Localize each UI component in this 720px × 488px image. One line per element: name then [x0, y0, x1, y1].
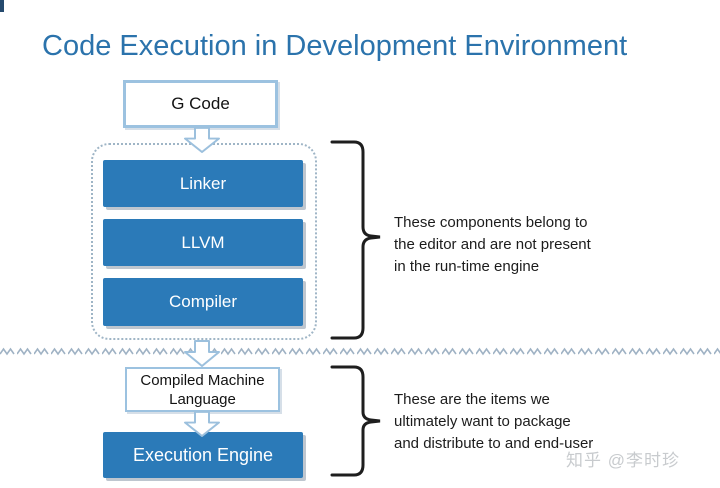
- down-arrow-icon: [184, 411, 220, 437]
- watermark: 知乎 @李时珍: [566, 451, 680, 470]
- gcode-label: G Code: [171, 94, 230, 113]
- llvm-label: LLVM: [181, 232, 225, 252]
- annotation-line: the editor and are not present: [394, 236, 591, 253]
- page-title: Code Execution in Development Environmen…: [42, 30, 628, 62]
- linker-box: Linker: [103, 160, 303, 207]
- editor-components-group: [91, 143, 317, 340]
- annotation-distribution-items: These are the items we ultimately want t…: [394, 389, 593, 455]
- down-arrow-icon: [184, 340, 220, 367]
- down-arrow-icon: [184, 127, 220, 153]
- execution-engine-label: Execution Engine: [132, 444, 274, 465]
- llvm-box: LLVM: [103, 219, 303, 266]
- corner-artifact: [0, 0, 4, 12]
- dashed-divider: [0, 346, 720, 358]
- compiler-label: Compiler: [168, 292, 238, 311]
- curly-brace-icon: [330, 365, 381, 477]
- annotation-line: These are the items we: [394, 391, 550, 408]
- curly-brace-icon: [330, 140, 381, 340]
- linker-label: Linker: [179, 173, 227, 193]
- gcode-box: G Code: [123, 80, 278, 128]
- compiled-machine-language-box: Compiled Machine Language: [125, 367, 280, 412]
- annotation-line: ultimately want to package: [394, 413, 571, 430]
- execution-engine-box: Execution Engine: [103, 432, 303, 478]
- annotation-line: These components belong to: [394, 214, 588, 231]
- annotation-line: in the run-time engine: [394, 258, 540, 275]
- compiler-box: Compiler: [103, 278, 303, 326]
- annotation-editor-components: These components belong to the editor an…: [394, 212, 591, 278]
- annotation-line: and distribute to and end-user: [394, 435, 594, 452]
- compiled-machine-language-label: Compiled Machine Language: [140, 371, 265, 408]
